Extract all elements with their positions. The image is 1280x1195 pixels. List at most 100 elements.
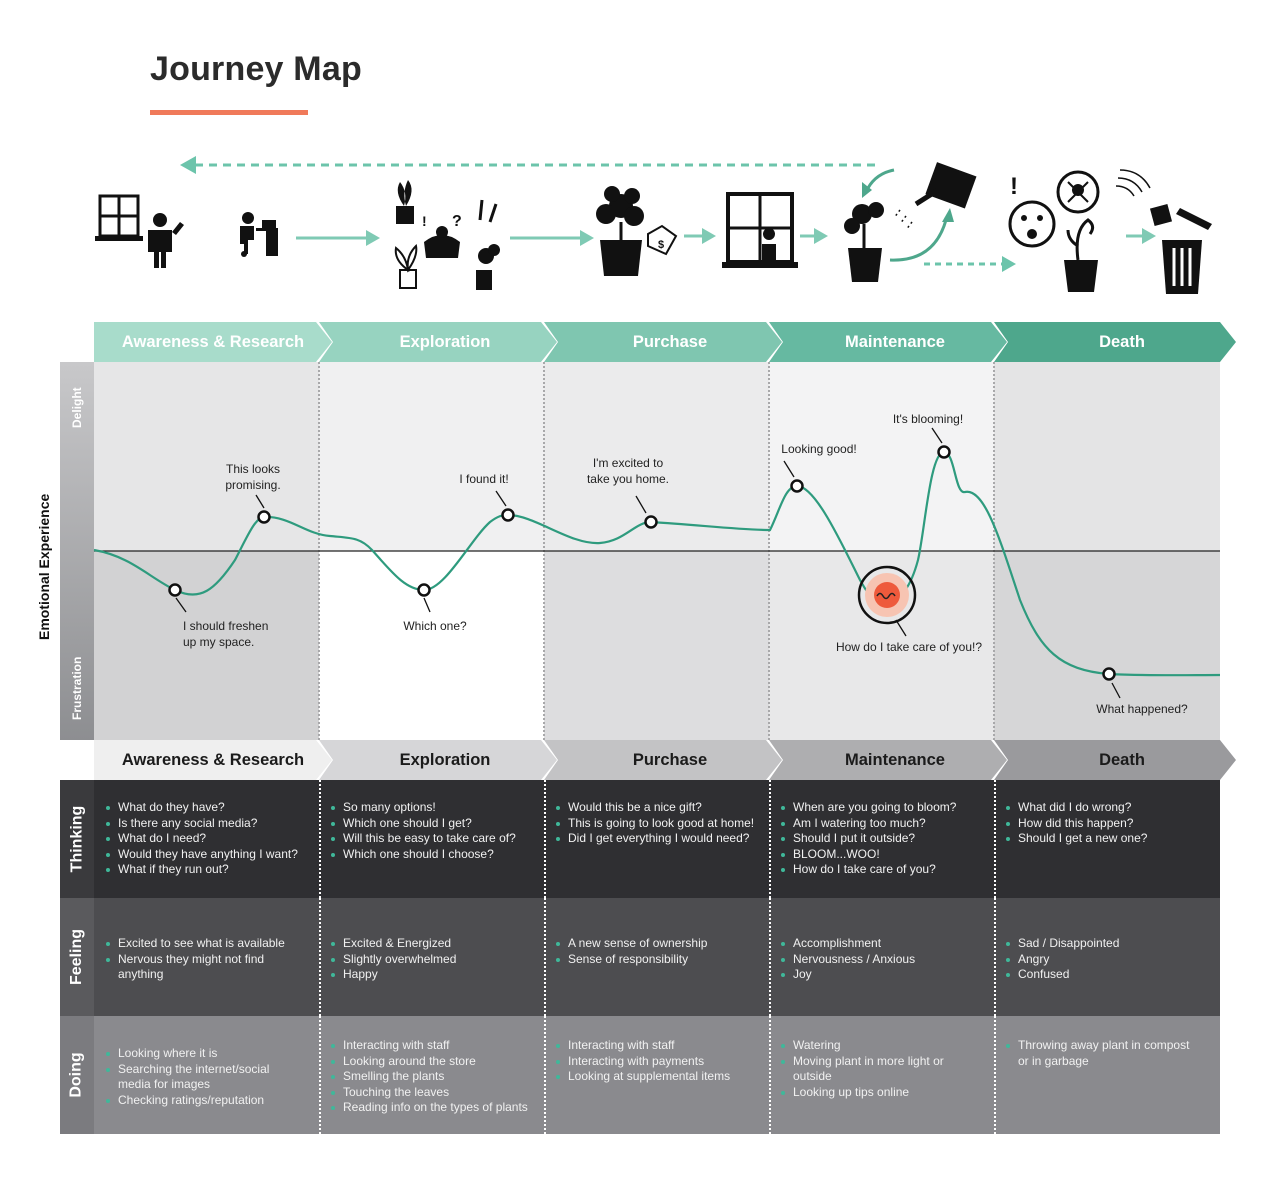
bullet-item: When are you going to bloom? (781, 800, 994, 816)
bullet-item: What if they run out? (106, 862, 319, 878)
bullet-list: When are you going to bloom?Am I waterin… (781, 800, 994, 878)
bullet-item: Interacting with staff (556, 1038, 769, 1054)
curve-label-tick (1111, 682, 1121, 699)
bullet-list: Throwing away plant in compost or in gar… (1006, 1038, 1220, 1069)
curve-label: What happened? (1096, 702, 1188, 716)
bullet-item: Interacting with payments (556, 1054, 769, 1070)
bullet-item: Am I watering too much? (781, 816, 994, 832)
column-divider (769, 780, 771, 898)
phase-band-bottom-label: Death (1099, 750, 1145, 769)
curve-label-tick (783, 460, 795, 478)
phase-band-bottom-2: Purchase (544, 740, 782, 780)
phase-band-top-4: Death (994, 322, 1236, 362)
curve-label-tick (423, 597, 431, 613)
curve-label-tick (635, 495, 647, 514)
trouble-marker (857, 565, 917, 625)
bullet-item: Throwing away plant in compost or in gar… (1006, 1038, 1196, 1069)
bullet-item: Angry (1006, 952, 1220, 968)
bullet-item: How did this happen? (1006, 816, 1220, 832)
bullet-item: This is going to look good at home! (556, 816, 769, 832)
exploring-plants-icon: ! ? (394, 180, 500, 290)
emotion-scale-bar (60, 362, 94, 740)
phase-band-bottom-label: Maintenance (845, 750, 945, 769)
bullet-item: Joy (781, 967, 994, 983)
bullet-item: Which one should I get? (331, 816, 544, 832)
row-cell: What did I do wrong?How did this happen?… (994, 780, 1220, 898)
row-cell: What do they have?Is there any social me… (94, 780, 319, 898)
curve-point (168, 583, 182, 597)
bullet-item: Would they have anything I want? (106, 847, 319, 863)
svg-text:?: ? (452, 213, 462, 230)
column-divider (994, 898, 996, 1016)
bullet-item: Did I get everything I would need? (556, 831, 769, 847)
curve-label: Looking good! (781, 442, 857, 456)
journey-illustration: ! ? $ (95, 156, 1212, 294)
flow-arrow (296, 230, 380, 246)
title-underline (150, 110, 308, 115)
curve-label: I should freshen up my space. (183, 619, 269, 649)
row-header: Doing (60, 1016, 94, 1134)
curve-label: How do I take care of you!? (835, 640, 983, 654)
window-icon (95, 194, 143, 241)
curve-label: This looks promising. (225, 462, 281, 492)
worried-face-icon: ! (1008, 170, 1100, 248)
trash-can-icon (1115, 169, 1212, 294)
bullet-item: BLOOM...WOO! (781, 847, 994, 863)
bullet-item: Confused (1006, 967, 1220, 983)
phase-band-top-label: Awareness & Research (121, 332, 305, 351)
bullet-item: Accomplishment (781, 936, 994, 952)
row-cell: Throwing away plant in compost or in gar… (994, 1016, 1220, 1134)
bullet-item: Looking where it is (106, 1046, 319, 1062)
bullet-item: Sense of responsibility (556, 952, 769, 968)
phase-band-bottom-4: Death (994, 740, 1236, 780)
bullet-item: What do they have? (106, 800, 319, 816)
computer-user-icon (240, 212, 278, 257)
curve-label: Which one? (403, 619, 467, 633)
phase-band-top-label: Exploration (399, 332, 491, 351)
row-cell: When are you going to bloom?Am I waterin… (769, 780, 994, 898)
phase-band-bottom-label: Exploration (399, 750, 491, 769)
bullet-item: Touching the leaves (331, 1085, 544, 1101)
flow-arrow (800, 228, 828, 244)
bullet-item: Reading info on the types of plants (331, 1100, 544, 1116)
phase-band-bottom-3: Maintenance (769, 740, 1007, 780)
bullet-list: So many options!Which one should I get?W… (331, 800, 544, 862)
curve-point (790, 479, 804, 493)
curve-point (644, 515, 658, 529)
bullet-item: Looking around the store (331, 1054, 544, 1070)
bullet-item: Sad / Disappointed (1006, 936, 1220, 952)
bullet-item: Smelling the plants (331, 1069, 544, 1085)
bullet-item: How do I take care of you? (781, 862, 994, 878)
bullet-item: Should I get a new one? (1006, 831, 1220, 847)
bullet-item: Is there any social media? (106, 816, 319, 832)
row-cell: So many options!Which one should I get?W… (319, 780, 544, 898)
svg-text:!: ! (1010, 173, 1018, 200)
row-header-label: Feeling (68, 928, 86, 986)
phase-band-top-label: Purchase (632, 332, 708, 351)
bullet-item: Excited to see what is available (106, 936, 319, 952)
phase-band-top-2: Purchase (544, 322, 782, 362)
bullet-item: Looking up tips online (781, 1085, 994, 1101)
flow-arrow (1126, 228, 1156, 244)
column-divider (544, 780, 546, 898)
curve-label-tick (895, 619, 907, 637)
bullet-item: Moving plant in more light or outside (781, 1054, 971, 1085)
column-divider (769, 898, 771, 1016)
